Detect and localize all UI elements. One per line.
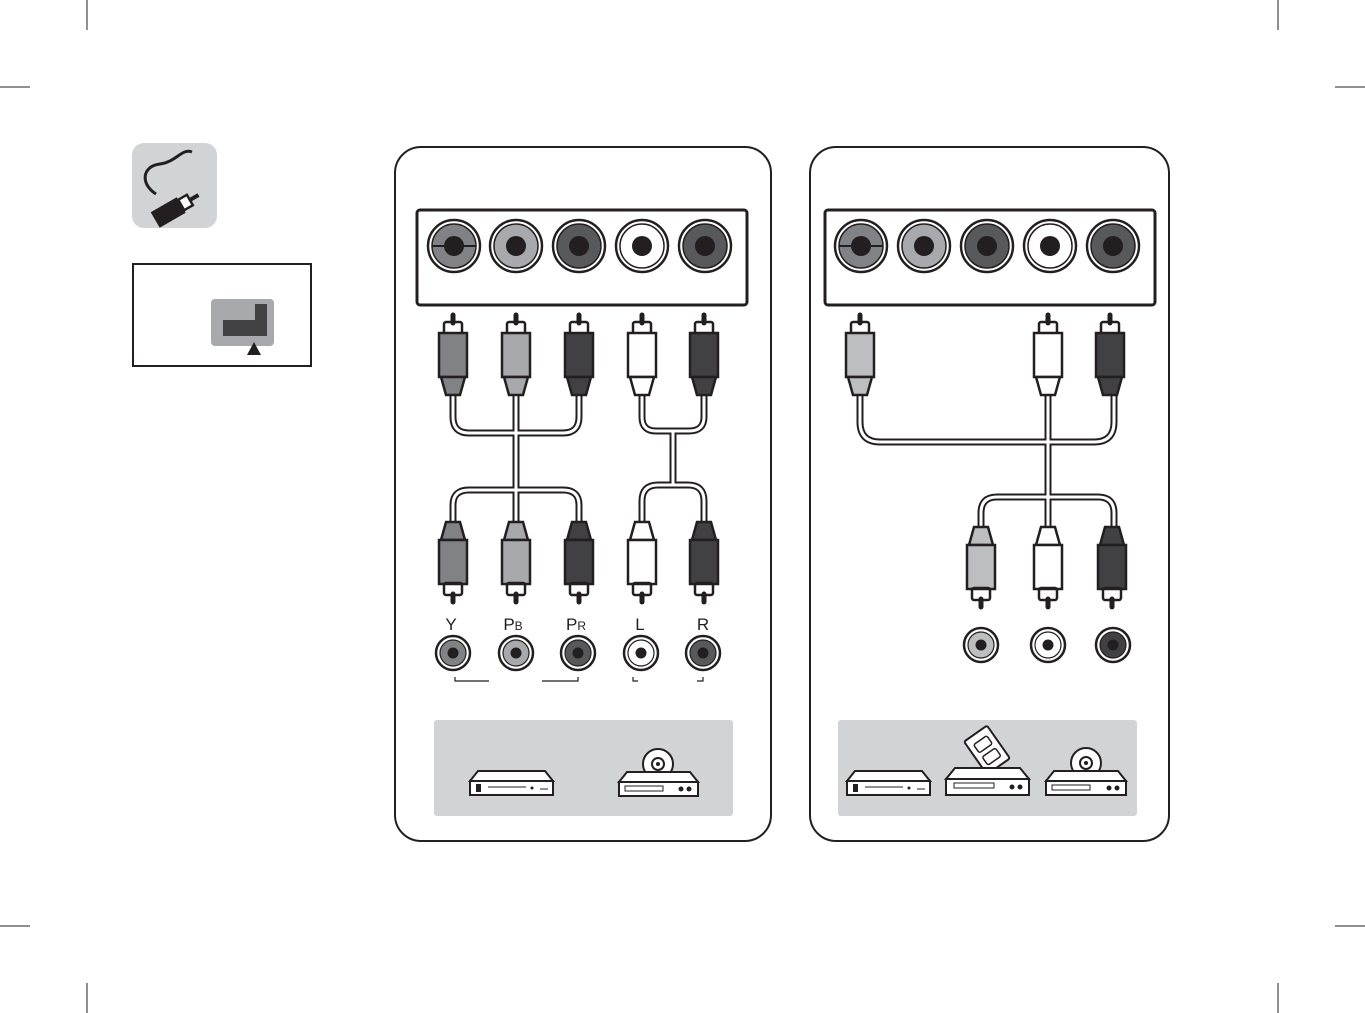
device-jack-r <box>686 636 720 670</box>
tv-jack-audio-r <box>1087 220 1139 272</box>
bluray-player-icon <box>847 771 930 795</box>
rca-cable-icon <box>132 143 217 228</box>
input-port-icon <box>133 264 311 366</box>
device-area-composite <box>838 720 1137 816</box>
device-jack-y <box>436 636 470 670</box>
device-jack-audio-l <box>1031 628 1065 662</box>
tv-jack-strip <box>417 210 747 305</box>
tv-jack-l <box>616 220 668 272</box>
device-jacks-composite <box>964 628 1130 662</box>
tv-jack-strip-composite <box>825 210 1155 305</box>
device-jack-l <box>624 636 658 670</box>
tv-jack-audio-l <box>1024 220 1076 272</box>
device-jack-video <box>964 628 998 662</box>
component-connection-panel: Y PB PR L R <box>395 147 771 841</box>
label-r: R <box>697 615 709 634</box>
tv-jack-pb <box>490 220 542 272</box>
tv-jack-r <box>679 220 731 272</box>
tv-jack-y <box>428 220 480 272</box>
tv-jack-pr <box>553 220 605 272</box>
device-jack-pb <box>499 636 533 670</box>
tv-jack-video-1 <box>835 220 887 272</box>
label-l: L <box>635 615 644 634</box>
tv-jack-video-2 <box>898 220 950 272</box>
bluray-player-icon <box>470 771 553 795</box>
device-jack-audio-r <box>1096 628 1130 662</box>
composite-connection-panel <box>810 147 1169 841</box>
tv-jack-video-3 <box>961 220 1013 272</box>
label-y: Y <box>445 615 456 634</box>
device-area-component <box>434 720 733 816</box>
device-jack-pr <box>561 636 595 670</box>
